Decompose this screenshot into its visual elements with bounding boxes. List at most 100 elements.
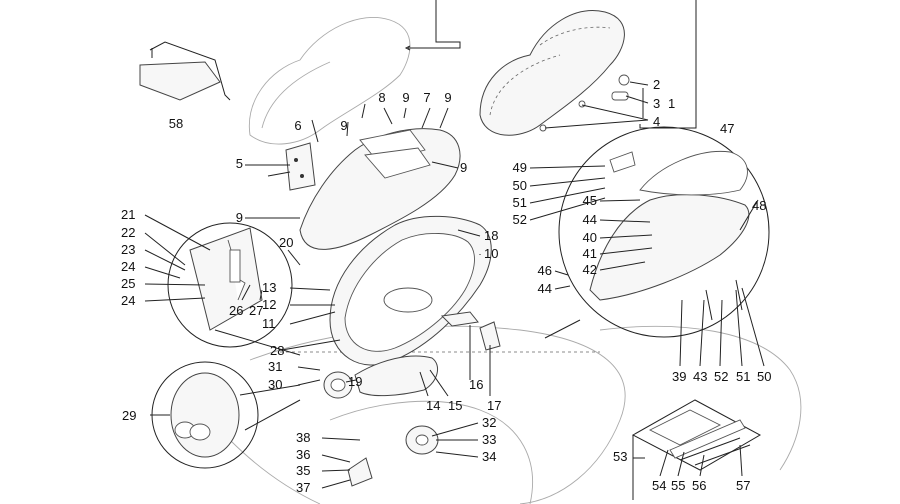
callout-label: 16 bbox=[469, 377, 483, 392]
leader-line bbox=[297, 366, 321, 371]
leader-line bbox=[699, 299, 705, 367]
callout-label: 22 bbox=[121, 225, 135, 240]
leader-line bbox=[383, 107, 393, 125]
leader-line bbox=[659, 449, 669, 477]
leader-line bbox=[625, 95, 649, 104]
small-bracket-part bbox=[347, 457, 373, 487]
callout-label: 39 bbox=[672, 369, 686, 384]
bag-part bbox=[139, 41, 231, 101]
seat-pan-part bbox=[299, 128, 461, 250]
leader-line bbox=[554, 270, 569, 276]
leader-line bbox=[144, 249, 186, 271]
callout-label: 32 bbox=[482, 415, 496, 430]
leader-line bbox=[297, 379, 321, 386]
leader-line bbox=[677, 451, 685, 477]
callout-label: 42 bbox=[583, 262, 597, 277]
leader-line bbox=[241, 284, 251, 301]
callout-label: 20 bbox=[279, 235, 293, 250]
leader-line bbox=[599, 261, 646, 271]
ring-part bbox=[323, 371, 353, 399]
callout-label: 38 bbox=[296, 430, 310, 445]
leader-line bbox=[457, 229, 481, 237]
callout-label: 33 bbox=[482, 432, 496, 447]
callout-label: 41 bbox=[583, 246, 597, 261]
leader-line bbox=[321, 479, 351, 489]
seat-part bbox=[479, 10, 630, 136]
callout-label: 15 bbox=[448, 398, 462, 413]
callout-label: 50 bbox=[513, 178, 527, 193]
leader-line bbox=[599, 219, 651, 223]
leader-line bbox=[431, 161, 459, 169]
callout-label: 13 bbox=[262, 280, 276, 295]
leader-line bbox=[289, 311, 336, 325]
leader-line bbox=[599, 199, 641, 202]
callout-label: 43 bbox=[693, 369, 707, 384]
leader-line bbox=[281, 339, 341, 351]
side-plates-part bbox=[440, 311, 501, 351]
leader-line bbox=[581, 104, 649, 121]
callout-label: 35 bbox=[296, 463, 310, 478]
reference-bracket-right bbox=[639, 0, 697, 129]
callout-label: 57 bbox=[736, 478, 750, 493]
leader-lines bbox=[144, 81, 765, 489]
callout-label: 49 bbox=[513, 160, 527, 175]
leader-line bbox=[311, 119, 319, 143]
callout-label: 23 bbox=[121, 242, 135, 257]
leader-line bbox=[321, 469, 351, 472]
callout-label: 48 bbox=[752, 198, 766, 213]
leader-line bbox=[259, 289, 263, 301]
callout-label: 54 bbox=[652, 478, 666, 493]
callout-label: 27 bbox=[249, 303, 263, 318]
leader-line bbox=[429, 369, 449, 397]
callout-label: 4 bbox=[653, 114, 660, 129]
leader-line bbox=[599, 247, 653, 255]
callout-label: 29 bbox=[122, 408, 136, 423]
callout-label: 7 bbox=[423, 90, 430, 105]
callout-label: 11 bbox=[262, 316, 276, 331]
toolkit-box bbox=[631, 399, 762, 500]
callout-label: 58 bbox=[169, 116, 183, 131]
callout-label: 24 bbox=[121, 259, 135, 274]
leader-line bbox=[144, 214, 211, 251]
leader-line bbox=[679, 299, 683, 367]
storage-compartment-part bbox=[329, 215, 492, 366]
leader-line bbox=[741, 287, 765, 367]
callout-label: 12 bbox=[262, 297, 276, 312]
callout-label: 6 bbox=[294, 118, 301, 133]
callout-label: 8 bbox=[378, 90, 385, 105]
leader-line bbox=[739, 199, 759, 231]
callout-label: 24 bbox=[121, 293, 135, 308]
callout-label: 47 bbox=[720, 121, 734, 136]
leader-line bbox=[361, 103, 366, 119]
callout-label: 45 bbox=[583, 193, 597, 208]
leader-line bbox=[629, 81, 649, 86]
lower-cover-part bbox=[354, 355, 439, 397]
leader-line bbox=[144, 266, 181, 279]
leader-line bbox=[287, 249, 301, 266]
detail-circle-right bbox=[544, 126, 770, 339]
leader-line bbox=[599, 234, 653, 239]
callout-label: 9 bbox=[444, 90, 451, 105]
leader-line bbox=[435, 451, 479, 458]
callout-label: 5 bbox=[236, 156, 243, 171]
leader-line bbox=[439, 107, 449, 129]
callout-label: 9 bbox=[460, 160, 467, 175]
reference-bracket-left bbox=[404, 0, 461, 51]
leader-line bbox=[529, 177, 606, 187]
callout-label: 30 bbox=[268, 377, 282, 392]
callout-label: 31 bbox=[268, 359, 282, 374]
leader-line bbox=[739, 444, 743, 477]
callout-label: 3 bbox=[653, 96, 660, 111]
leader-line bbox=[144, 297, 206, 302]
latch-bracket-part bbox=[267, 142, 316, 191]
callout-label: 9 bbox=[402, 90, 409, 105]
callout-label: 50 bbox=[757, 369, 771, 384]
callout-label: 37 bbox=[296, 480, 310, 495]
callout-label: 55 bbox=[671, 478, 685, 493]
leader-line bbox=[431, 422, 479, 437]
leader-line bbox=[403, 107, 407, 119]
leader-line bbox=[421, 107, 431, 129]
leader-line bbox=[544, 119, 649, 129]
callout-label: 9 bbox=[340, 118, 347, 133]
